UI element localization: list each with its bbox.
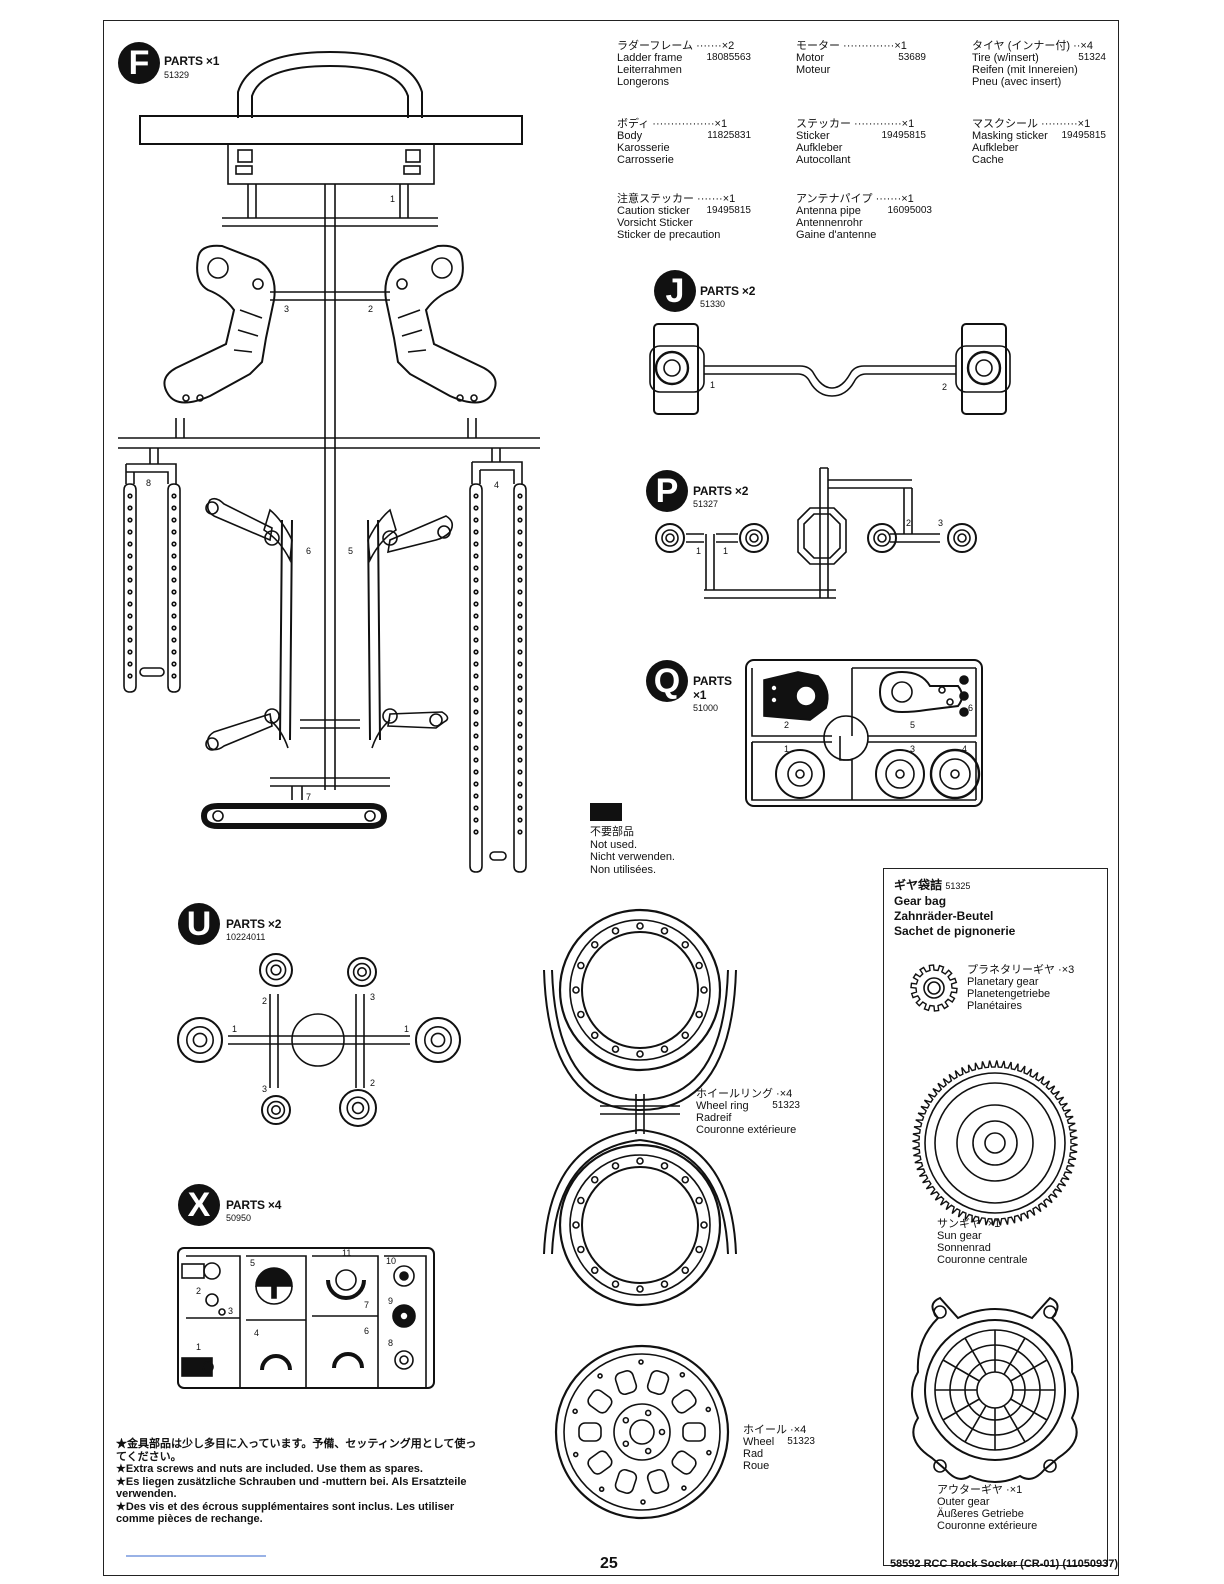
badge-p: P (646, 470, 688, 512)
badge-u: U (178, 903, 220, 945)
part-number: 3 (228, 1306, 234, 1316)
wheel-drawing (554, 1344, 730, 1520)
p-parts-tree (655, 467, 977, 599)
part-number: 1 (232, 1024, 238, 1034)
parts-q-label: PARTS (693, 674, 732, 688)
part-number: 5 (250, 1258, 256, 1268)
parts-f-label: PARTS ×1 (164, 54, 220, 68)
part-number: 10 (386, 1256, 397, 1266)
parts-x-label: PARTS ×4 (226, 1198, 282, 1212)
gear-bag-drawings (910, 964, 1079, 1483)
part-number: 6 (968, 703, 974, 713)
planetary-gear-label: プラネタリーギヤ ·×3 Planetary gear Planetengetr… (967, 964, 1075, 1012)
gear-bag-box (883, 868, 1108, 1566)
badge-j: J (654, 270, 696, 312)
part-number: 2 (262, 996, 268, 1006)
badge-x: X (178, 1184, 220, 1226)
part-number: 2 (942, 382, 948, 392)
part-number: 7 (364, 1300, 370, 1310)
page-number: 25 (600, 1555, 618, 1572)
part-number: 5 (910, 720, 916, 730)
part-number: 7 (306, 792, 312, 802)
not-used-note: 不要部品 Not used. Nicht verwenden. Non util… (590, 826, 675, 876)
part-number: 2 (370, 1078, 376, 1088)
q-parts-tree (745, 659, 983, 807)
part-number: 11 (342, 1248, 352, 1258)
j-parts-tree (649, 323, 1011, 415)
parts-u-label: PARTS ×2 (226, 917, 282, 931)
page-frame (103, 20, 1119, 1576)
parts-f-code: 51329 (164, 70, 190, 80)
spare-parts-note: ★金具部品は少し多目に入っています。予備、セッティング用として使ってください。 … (116, 1438, 477, 1525)
badge-f: F (118, 42, 160, 84)
part-number: 2 (906, 518, 912, 528)
parts-j-code: 51330 (700, 299, 726, 309)
part-number: 1 (723, 546, 729, 556)
part-number: 3 (910, 744, 916, 754)
f-parts-tree (118, 50, 540, 873)
parts-p-code: 51327 (693, 499, 719, 509)
part-number: 1 (710, 380, 716, 390)
document-id: 58592 RCC Rock Socker (CR-01) (11050937) (889, 1558, 1118, 1570)
not-used-marker (590, 803, 622, 821)
info-tire: タイヤ (インナー付) ··×4 Tire (w/insert)51324 Re… (972, 40, 1106, 88)
part-number: 1 (784, 744, 790, 754)
gear-bag-header: ギヤ袋詰 51325 Gear bag Zahnräder-Beutel Sac… (894, 878, 1016, 938)
part-number: 6 (364, 1326, 370, 1336)
part-number: 2 (196, 1286, 202, 1296)
strip-holes (127, 493, 523, 835)
wheel-ring-tree (543, 908, 737, 1307)
part-number: 3 (284, 304, 290, 314)
part-number: 4 (494, 480, 500, 490)
part-number: 3 (938, 518, 944, 528)
part-number: 8 (146, 478, 152, 488)
x-parts-tree (177, 1247, 435, 1389)
parts-j-label: PARTS ×2 (700, 284, 756, 298)
part-number: 5 (348, 546, 354, 556)
part-number: 1 (390, 194, 396, 204)
parts-q-count: ×1 (693, 688, 707, 702)
part-number: 1 (404, 1024, 410, 1034)
part-number: 2 (368, 304, 374, 314)
part-number: 2 (784, 720, 790, 730)
parts-q-code: 51000 (693, 703, 719, 713)
parts-p-label: PARTS ×2 (693, 484, 749, 498)
outer-gear-label: アウターギヤ ·×1 Outer gear Äußeres Getriebe C… (937, 1484, 1038, 1532)
part-number: 3 (262, 1084, 268, 1094)
part-number: 4 (962, 744, 968, 754)
badge-q: Q (646, 660, 688, 702)
sun-gear-label: サンギヤ ·×1 Sun gear Sonnenrad Couronne cen… (937, 1218, 1028, 1266)
part-number: 4 (254, 1328, 260, 1338)
part-number: 1 (196, 1342, 202, 1352)
u-parts-tree (177, 953, 461, 1127)
part-number: 3 (370, 992, 376, 1002)
part-number: 6 (306, 546, 312, 556)
parts-x-code: 50950 (226, 1213, 252, 1223)
part-number: 9 (388, 1296, 394, 1306)
part-number: 8 (388, 1338, 394, 1348)
part-number: 1 (696, 546, 702, 556)
parts-u-code: 10224011 (226, 932, 266, 942)
